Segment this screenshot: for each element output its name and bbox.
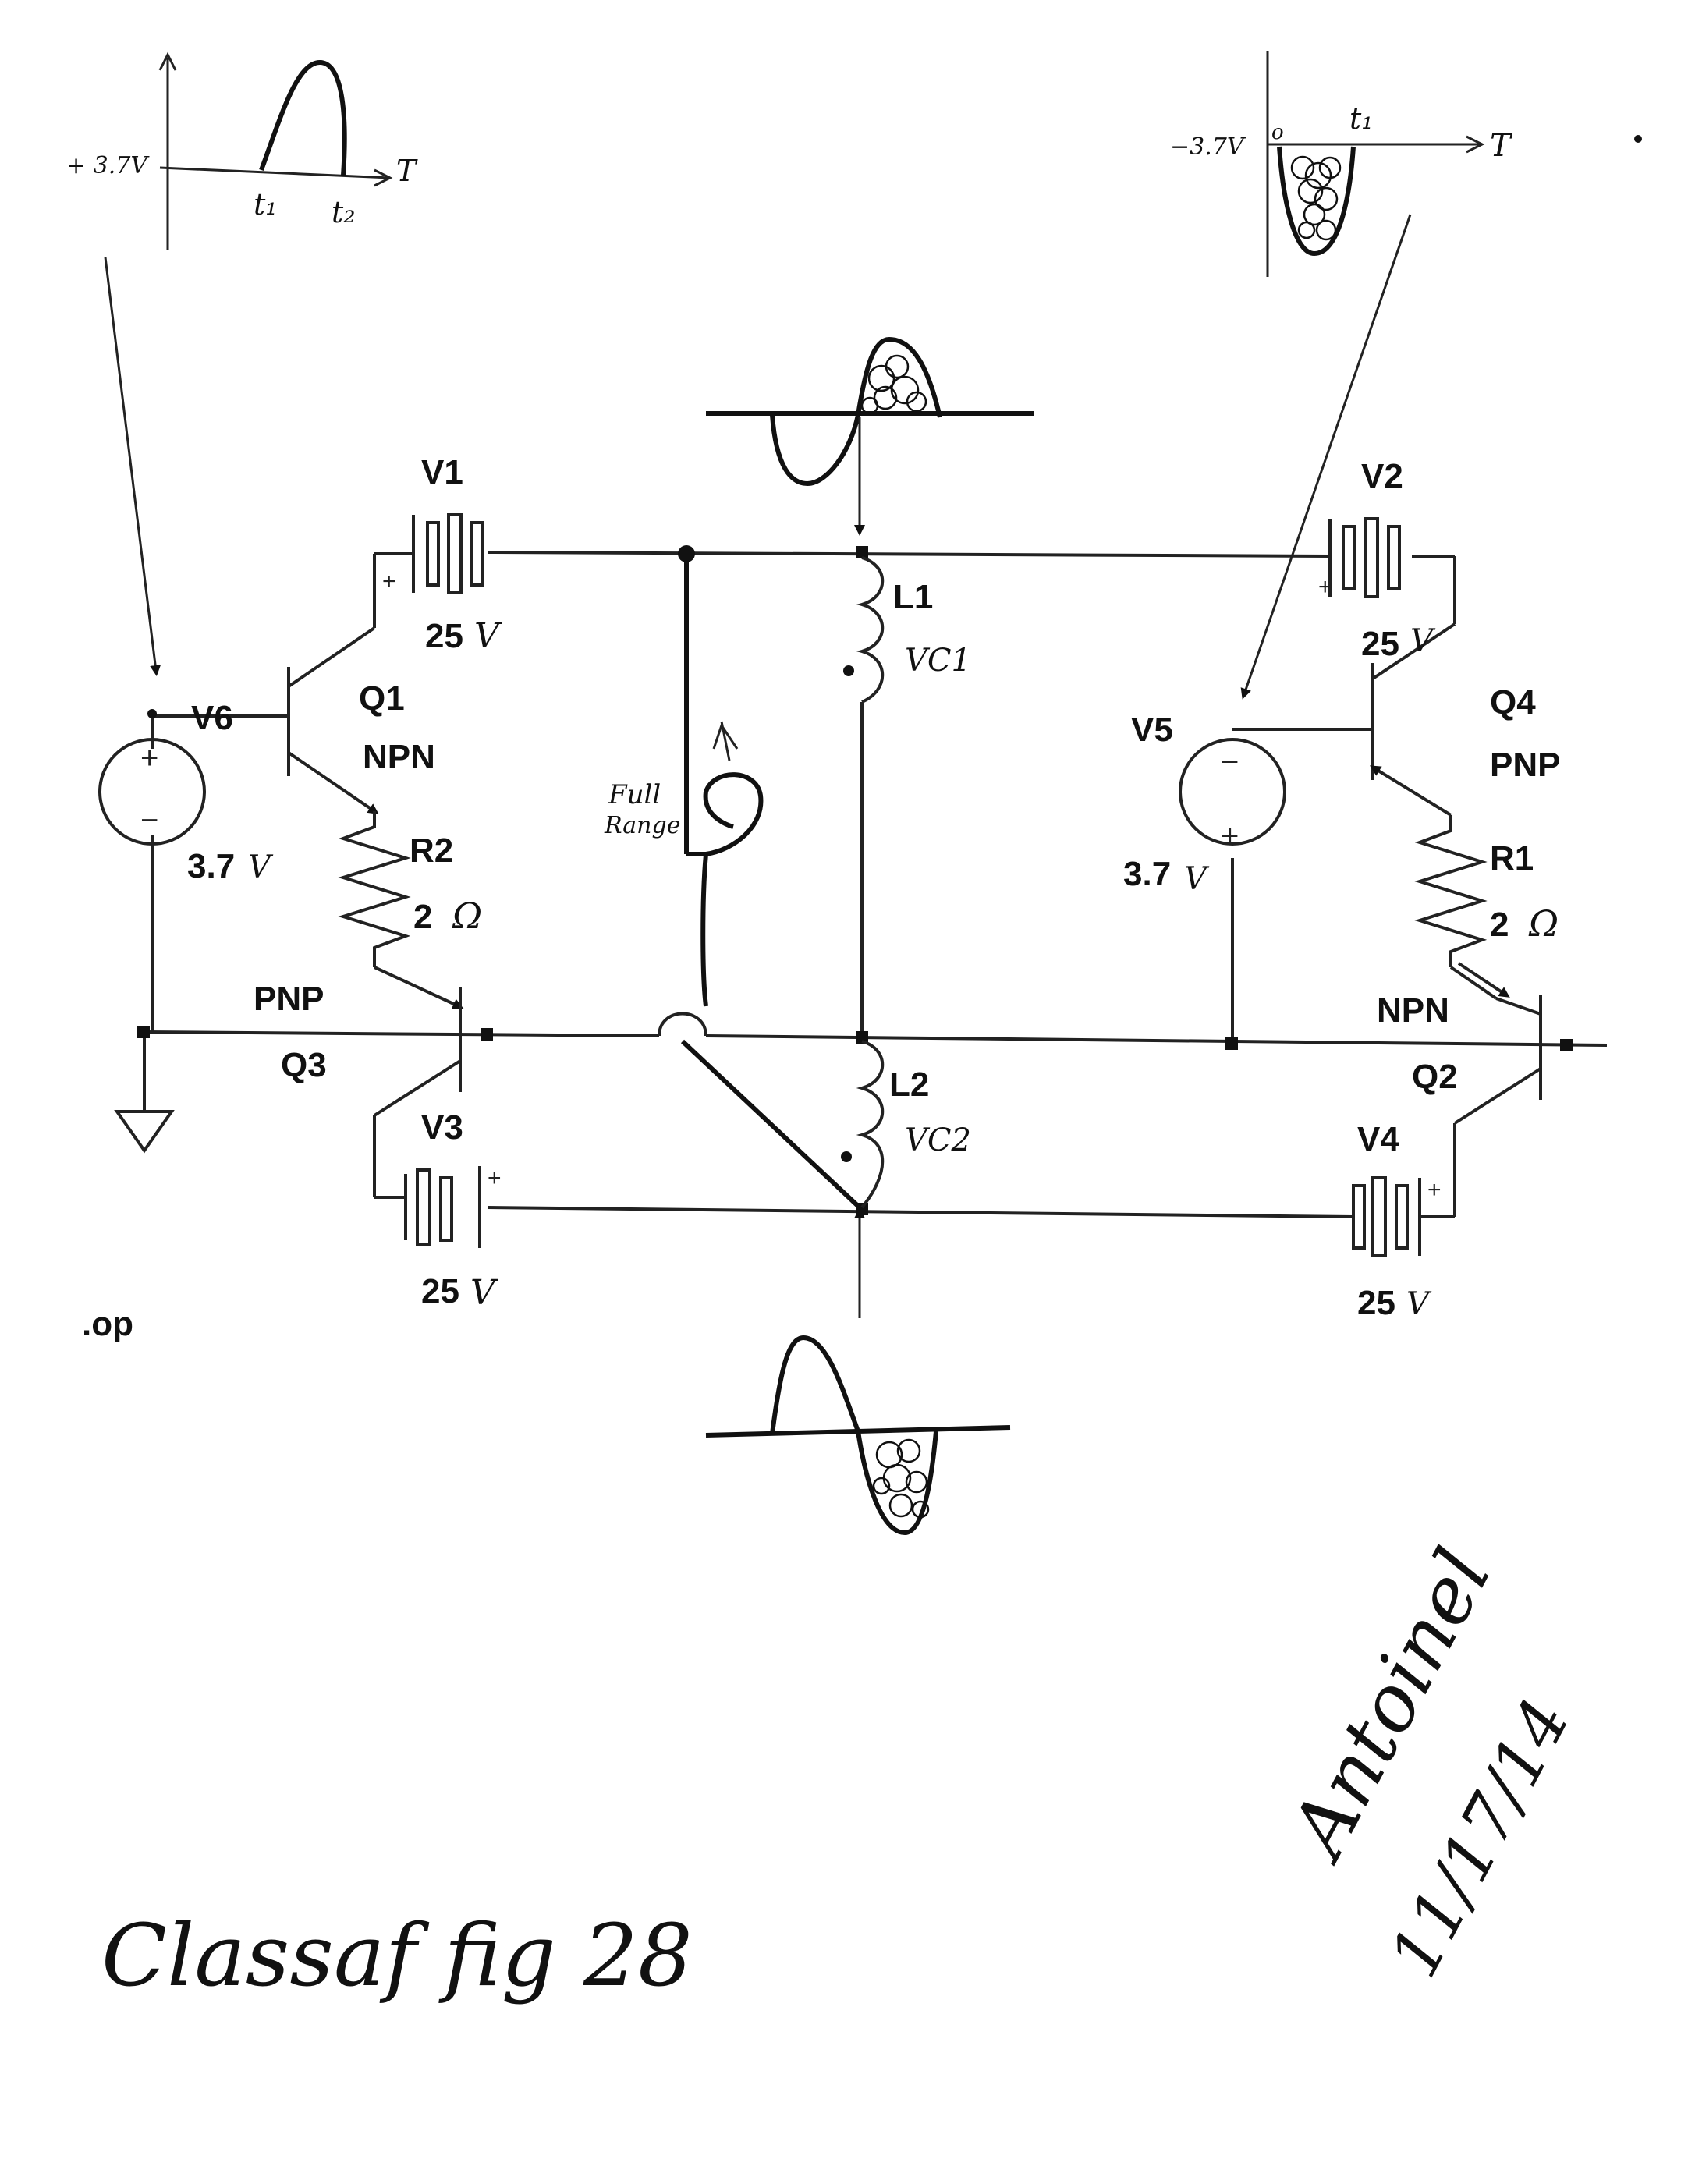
full-range-label-line2: Range: [604, 812, 680, 839]
v5-label: V5: [1131, 711, 1173, 749]
input-waveform-graph-right: −3.7V o t₁ T: [1170, 51, 1513, 277]
vc1-label: VC1: [905, 643, 971, 679]
v2-value: 25: [1361, 625, 1399, 663]
q3-type: PNP: [254, 980, 324, 1018]
v6-minus-sign: −: [140, 803, 158, 838]
v1-unit: V: [474, 616, 502, 656]
r1-label: R1: [1490, 839, 1534, 878]
q2-label: Q2: [1412, 1058, 1458, 1096]
scribble-fill-bottom-wave: [872, 1438, 930, 1519]
l2-label: L2: [889, 1065, 929, 1104]
graph-left-t1-label: t₁: [254, 187, 278, 222]
inductor-l1: [843, 556, 885, 704]
battery-v3: [404, 1166, 481, 1248]
ground-icon: [114, 1110, 175, 1154]
v5-value: 3.7: [1123, 855, 1171, 893]
positive-pulse-waveform: [259, 59, 347, 176]
v2-label: V2: [1361, 457, 1403, 495]
v2-plus-mark: +: [1318, 574, 1332, 600]
scribble-fill-right-graph: [1290, 155, 1342, 241]
arrow-to-v5: [1240, 214, 1412, 700]
graph-left-time-axis-label: T: [396, 154, 418, 188]
v1-value: 25: [425, 617, 463, 655]
spice-op-directive: .op: [82, 1305, 133, 1343]
graph-right-t1-label: t₁: [1349, 101, 1374, 136]
v3-plus-mark: +: [488, 1165, 502, 1191]
scribble-fill-top-wave: [860, 354, 927, 415]
input-waveform-graph-left: + 3.7V T t₁ t₂: [66, 51, 418, 250]
junction-nodes: [137, 545, 1573, 1215]
q1-label: Q1: [359, 679, 405, 718]
v6-unit: V: [248, 849, 274, 885]
graph-left-t2-label: t₂: [332, 195, 356, 229]
voltage-source-v5: − +: [1179, 738, 1286, 853]
v5-unit: V: [1184, 861, 1210, 897]
v6-value: 3.7: [187, 847, 235, 885]
vc2-label: VC2: [905, 1122, 971, 1158]
battery-v2: [1328, 517, 1401, 598]
r2-value: 2: [413, 898, 432, 936]
figure-caption: Classaf fig 28: [101, 1906, 693, 2005]
voltage-source-v6: + −: [98, 738, 206, 846]
v1-plus-mark: +: [382, 569, 396, 594]
v3-value: 25: [421, 1272, 459, 1310]
v3-label: V3: [421, 1108, 463, 1147]
graph-right-origin-label: o: [1271, 121, 1284, 144]
r2-label: R2: [410, 831, 453, 870]
v5-minus-sign: −: [1221, 745, 1239, 779]
v5-plus-sign: +: [1221, 819, 1239, 853]
v2-unit: V: [1410, 623, 1436, 659]
q4-type: PNP: [1490, 746, 1560, 784]
q4-label: Q4: [1490, 683, 1536, 722]
r1-unit: Ω: [1528, 902, 1559, 945]
graph-left-level-label: + 3.7V: [66, 152, 150, 179]
v3-unit: V: [470, 1273, 498, 1313]
v4-label: V4: [1357, 1120, 1399, 1158]
q3-label: Q3: [281, 1046, 327, 1084]
arrow-to-v6: [104, 257, 161, 676]
v1-label: V1: [421, 453, 463, 491]
q2-type: NPN: [1377, 991, 1449, 1030]
r1-value: 2: [1490, 906, 1509, 944]
graph-right-level-label: −3.7V: [1170, 133, 1246, 161]
v6-label: V6: [191, 699, 233, 737]
l1-label: L1: [893, 578, 933, 616]
inductor-l2: [841, 1040, 885, 1209]
full-range-label-line1: Full: [608, 779, 661, 810]
v4-value: 25: [1357, 1284, 1395, 1322]
v4-unit: V: [1406, 1286, 1432, 1322]
v6-plus-sign: +: [140, 741, 158, 775]
r2-unit: Ω: [452, 895, 482, 937]
output-waveform-top: [706, 336, 1034, 536]
full-range-speaker: Full Range: [604, 554, 862, 1210]
negative-pulse-waveform: [1277, 146, 1356, 257]
battery-v4: [1352, 1176, 1421, 1257]
graph-right-time-axis-label: T: [1490, 128, 1513, 164]
v4-plus-mark: +: [1427, 1177, 1442, 1203]
battery-v1: [412, 513, 484, 594]
q1-type: NPN: [363, 738, 435, 776]
output-waveform-bottom: [705, 1207, 1011, 1536]
